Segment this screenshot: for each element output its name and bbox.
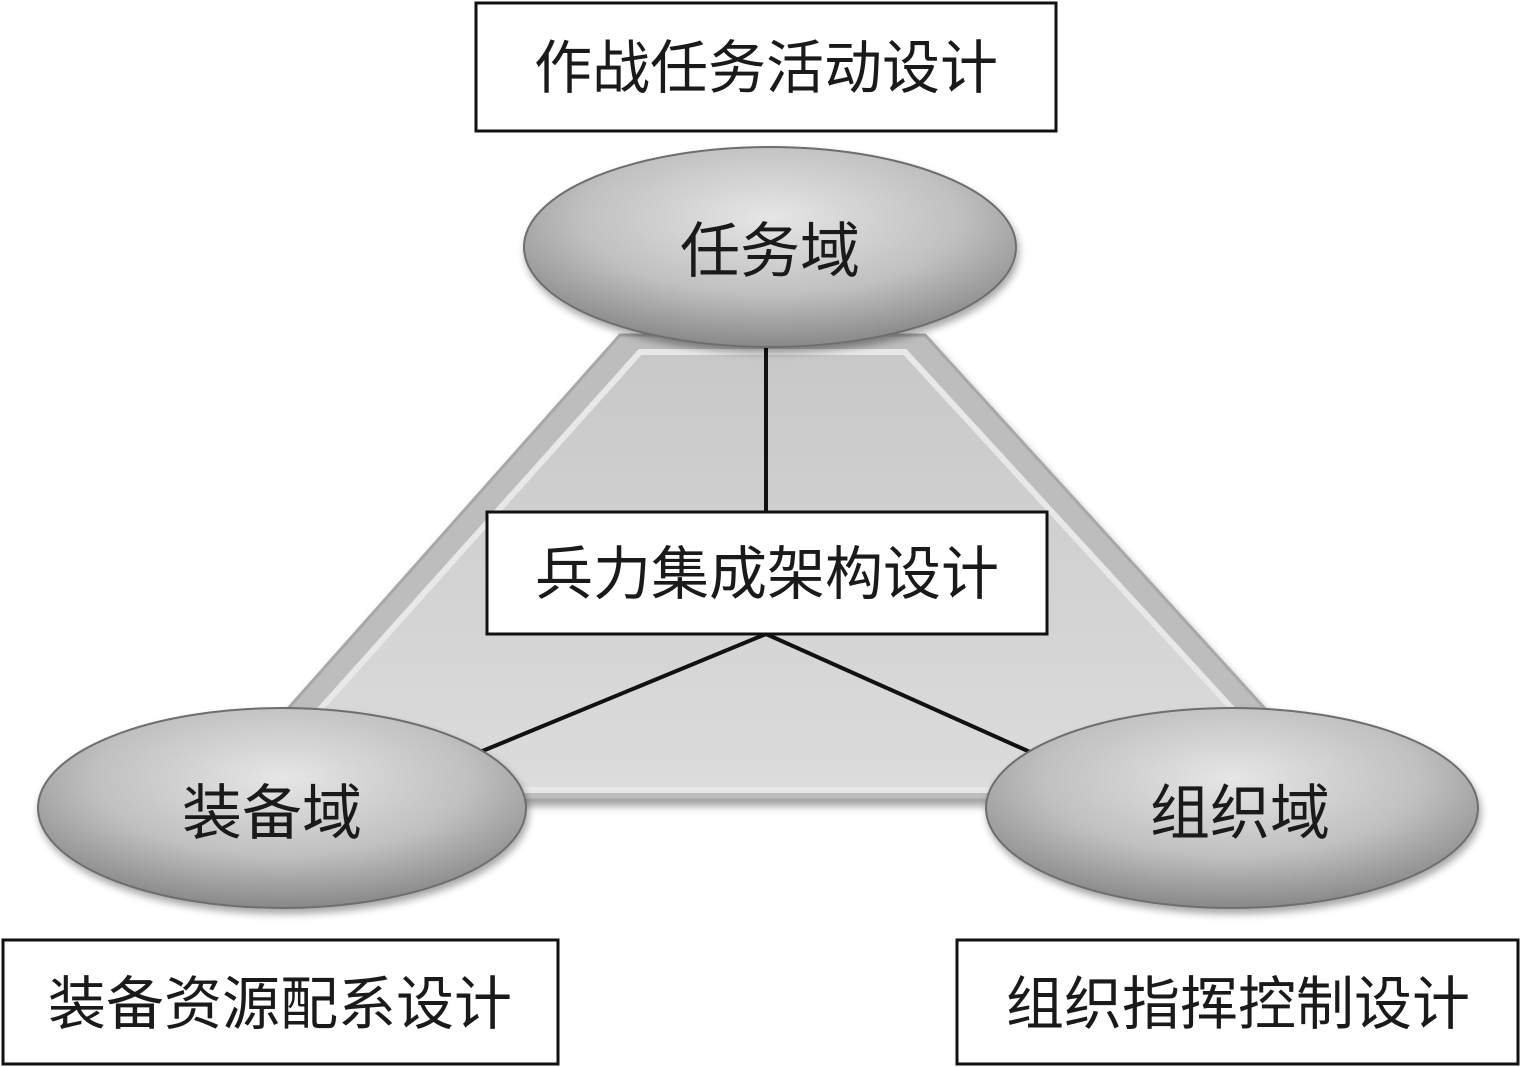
- equipment-resource-design-frame: [1, 938, 560, 1066]
- mission-activity-design-label: 作战任务活动设计: [534, 34, 998, 102]
- organization-domain-node: 组织域: [985, 707, 1479, 909]
- org-command-design-box: 组织指挥控制设计: [955, 938, 1520, 1066]
- equipment-domain-label: 装备域: [182, 779, 362, 849]
- organization-domain-label: 组织域: [1150, 779, 1330, 849]
- force-integration-design-label: 兵力集成架构设计: [535, 540, 999, 608]
- mission-activity-design-box: 作战任务活动设计: [474, 1, 1058, 133]
- mission-domain-ellipse: [523, 146, 1017, 348]
- mission-domain-label: 任务域: [680, 217, 860, 287]
- connector-force-to-equipment: [479, 632, 767, 754]
- force-integration-design-frame: [485, 510, 1049, 636]
- organization-domain-ellipse: [985, 707, 1479, 909]
- mission-domain-node: 任务域: [523, 146, 1017, 348]
- force-integration-design-box: 兵力集成架构设计: [485, 510, 1049, 636]
- org-command-design-label: 组织指挥控制设计: [1006, 970, 1470, 1038]
- org-command-design-frame: [955, 938, 1520, 1066]
- connector-force-to-organization: [765, 632, 1031, 754]
- mission-activity-design-frame: [474, 1, 1058, 133]
- equipment-domain-ellipse: [37, 707, 527, 909]
- equipment-resource-design-box: 装备资源配系设计: [1, 938, 560, 1066]
- equipment-resource-design-label: 装备资源配系设计: [48, 970, 512, 1038]
- equipment-domain-node: 装备域: [37, 707, 527, 909]
